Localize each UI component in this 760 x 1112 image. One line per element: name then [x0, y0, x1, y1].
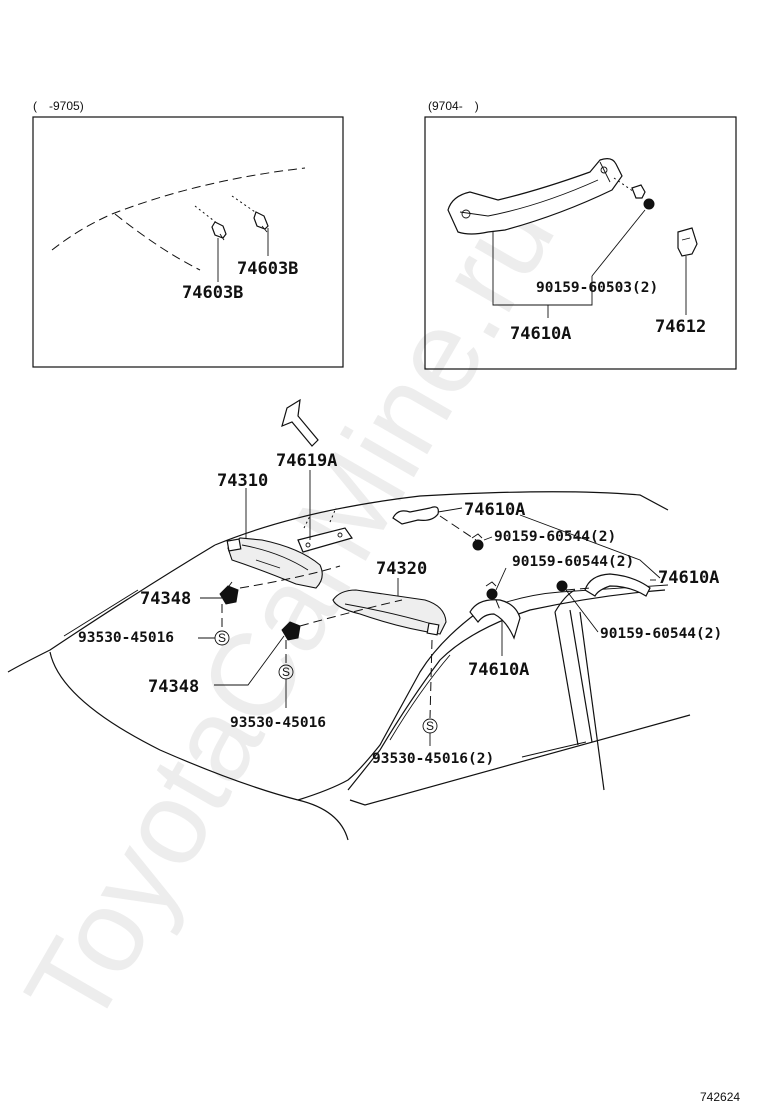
clip-74603B-left-icon	[211, 221, 227, 241]
inset-right: (9704- ) 90159-60503(2) 74610A 74612	[424, 99, 737, 370]
clip-74603B-right-icon	[253, 211, 269, 233]
inset-left-pillar-edge	[114, 213, 201, 271]
leader-90159-a	[483, 536, 493, 541]
screw-90159-60544-a-icon	[472, 539, 484, 551]
leader-90159-c	[565, 589, 599, 633]
leader-90159-60503	[591, 209, 646, 277]
label-74603B-upper: 74603B	[237, 259, 298, 279]
inset-left-caption: ( -9705)	[33, 99, 84, 113]
label-74603B-lower: 74603B	[182, 283, 243, 303]
leader-93530-c-right	[521, 741, 587, 758]
label-93530-45016-b: 93530-45016	[230, 715, 326, 731]
inset-left-clip-guide-b	[231, 195, 259, 215]
label-74348-a: 74348	[140, 589, 191, 609]
svg-text:S: S	[426, 719, 434, 733]
leader-74348-b	[214, 635, 285, 686]
label-74612: 74612	[655, 317, 706, 337]
leader-74348-a-left	[63, 589, 139, 637]
inset-left: ( -9705) 74603B 74603B	[32, 99, 344, 368]
leader-74610A-right-a	[519, 514, 661, 579]
label-74348-b: 74348	[148, 677, 199, 697]
inset-left-clip-guide-a	[194, 205, 219, 225]
label-74320: 74320	[376, 559, 427, 579]
label-74610A-right: 74610A	[658, 568, 719, 588]
reference-arrow-icon	[281, 398, 319, 447]
inset-right-caption: (9704- )	[428, 99, 479, 113]
label-74310: 74310	[217, 471, 268, 491]
screw-90159-60544-c-icon	[556, 580, 568, 592]
grab-handle-74610A-top-icon	[392, 506, 439, 525]
screw-90159-60503-icon	[631, 184, 655, 210]
inset-left-roof-edge	[51, 167, 306, 251]
label-90159-60503: 90159-60503(2)	[536, 280, 658, 296]
sun-visor-74310-icon	[226, 537, 323, 589]
cover-74612-icon	[677, 227, 698, 257]
label-74610A-top: 74610A	[464, 500, 525, 520]
inset-left-frame	[32, 116, 344, 368]
label-74610A-mid: 74610A	[468, 660, 529, 680]
car-body-outline	[7, 491, 691, 841]
label-93530-45016-a: 93530-45016	[78, 630, 174, 646]
screw-90159-60544-b-icon	[486, 588, 498, 600]
label-93530-45016-c: 93530-45016(2)	[372, 751, 494, 767]
leader-74610A-inset	[492, 232, 593, 306]
inset-right-frame	[424, 116, 737, 370]
bracket-74619A-icon	[297, 507, 353, 553]
grab-handle-74610A-inset-icon	[447, 158, 623, 235]
holder-74348-a-icon	[219, 581, 239, 605]
label-74610A-inset: 74610A	[510, 324, 571, 344]
label-74619A: 74619A	[276, 451, 337, 471]
label-90159-60544-c: 90159-60544(2)	[600, 626, 722, 642]
svg-text:S: S	[282, 665, 290, 679]
sun-visor-74320-icon	[332, 589, 447, 636]
leader-74610A-top	[437, 507, 463, 513]
holder-74348-b-icon	[281, 621, 301, 641]
s-symbol-c-icon: S	[422, 718, 438, 734]
label-90159-60544-b: 90159-60544(2)	[512, 554, 634, 570]
label-90159-60544-a: 90159-60544(2)	[494, 529, 616, 545]
diagram-reference-number: 742624	[700, 1090, 740, 1104]
svg-text:S: S	[218, 631, 226, 645]
grab-handle-74610A-right-icon	[584, 573, 651, 597]
grab-handle-74610A-mid-icon	[469, 599, 521, 640]
leader-90159-b	[495, 567, 507, 591]
main-drawing: S S S	[7, 398, 722, 841]
